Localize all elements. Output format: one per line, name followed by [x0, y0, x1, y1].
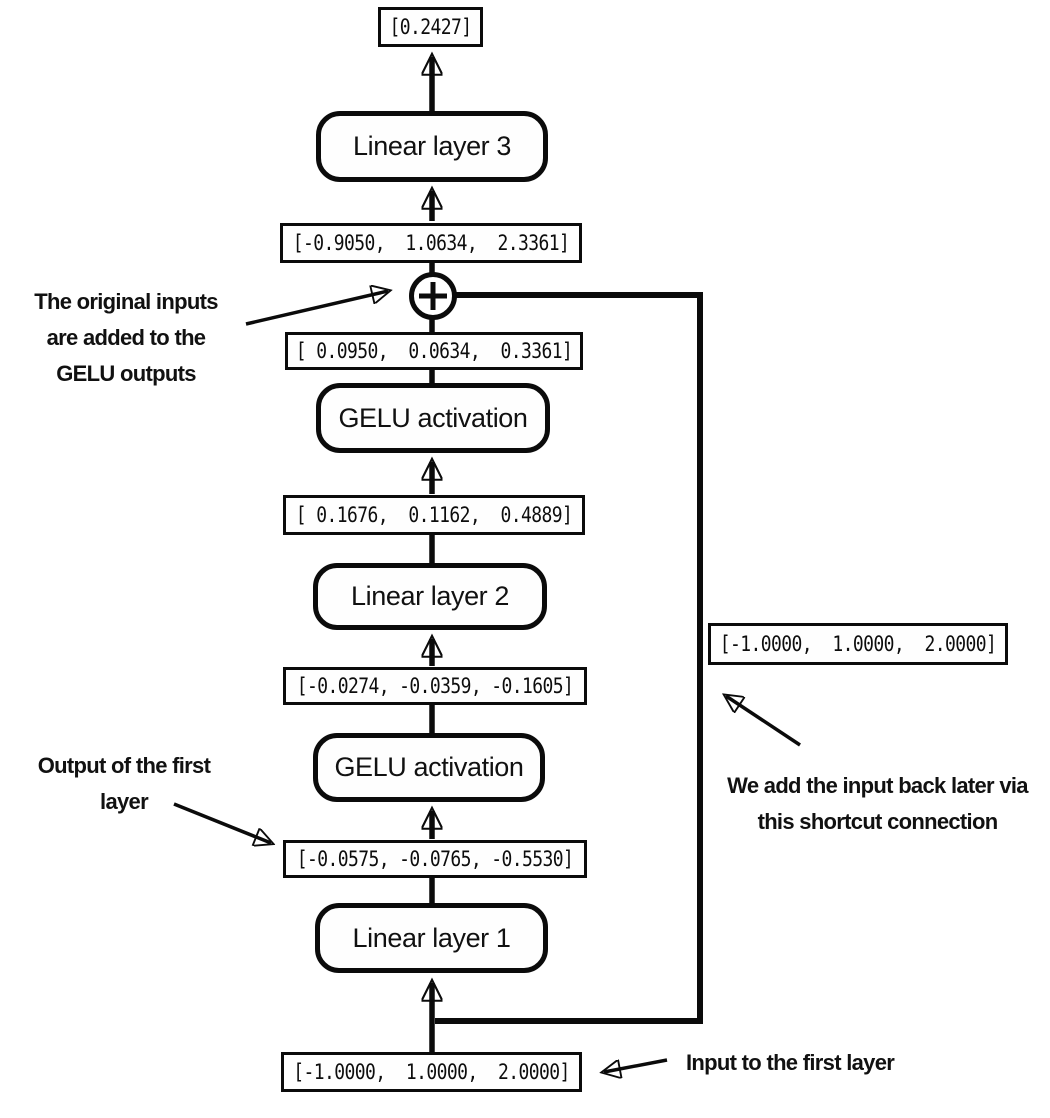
gelu-bottom-label: GELU activation	[334, 752, 524, 782]
shortcut-connection-line	[435, 292, 703, 1024]
layer-block-linear1: Linear layer 1	[315, 903, 548, 973]
shortcut-note-line1: We add the input back later via	[727, 773, 1028, 798]
value-box-linear2-output: [ 0.1676, 0.1162, 0.4889]	[283, 495, 585, 535]
linear1-output-value: [-0.0575, -0.0765, -0.5530]	[296, 846, 574, 872]
arrow-input-note	[604, 1058, 668, 1072]
linear2-output-value: [ 0.1676, 0.1162, 0.4889]	[295, 502, 573, 528]
layer-block-gelu-bottom: GELU activation	[313, 733, 545, 802]
gelu-top-output-value: [ 0.0950, 0.0634, 0.3361]	[295, 338, 573, 364]
shortcut-value: [-1.0000, 1.0000, 2.0000]	[719, 631, 997, 657]
annotation-add-note: The original inputs are added to the GEL…	[16, 284, 236, 392]
value-box-input: [-1.0000, 1.0000, 2.0000]	[281, 1052, 582, 1092]
linear3-label: Linear layer 3	[353, 131, 511, 161]
add-note-line3: GELU outputs	[56, 361, 196, 386]
plus-circle-icon	[409, 272, 457, 320]
annotation-output-note: Output of the first layer	[16, 748, 232, 820]
output-note-line1: Output of the first	[37, 753, 211, 778]
gelu-bottom-output-value: [-0.0274, -0.0359, -0.1605]	[296, 673, 574, 699]
annotation-shortcut-note: We add the input back later via this sho…	[705, 768, 1050, 840]
layer-block-gelu-top: GELU activation	[316, 383, 550, 453]
layer-block-linear3: Linear layer 3	[316, 111, 548, 182]
value-box-gelu-bottom-output: [-0.0274, -0.0359, -0.1605]	[283, 667, 587, 705]
linear2-label: Linear layer 2	[351, 581, 509, 611]
output-note-line2: layer	[100, 789, 149, 814]
value-box-shortcut: [-1.0000, 1.0000, 2.0000]	[708, 623, 1008, 665]
value-box-linear1-output: [-0.0575, -0.0765, -0.5530]	[283, 840, 587, 878]
gelu-top-label: GELU activation	[338, 402, 528, 433]
add-note-line2: are added to the	[46, 325, 206, 350]
input-value: [-1.0000, 1.0000, 2.0000]	[293, 1059, 570, 1085]
final-output-value: [0.2427]	[389, 14, 473, 40]
value-box-after-add: [-0.9050, 1.0634, 2.3361]	[280, 223, 582, 263]
arrow-shortcut-note	[726, 696, 801, 747]
input-note-text: Input to the first layer	[686, 1050, 895, 1075]
value-box-final-output: [0.2427]	[378, 7, 483, 47]
annotation-arrows	[173, 291, 801, 1072]
layer-block-linear2: Linear layer 2	[313, 563, 547, 630]
add-note-line1: The original inputs	[34, 289, 218, 314]
shortcut-note-line2: this shortcut connection	[757, 809, 999, 834]
after-add-value: [-0.9050, 1.0634, 2.3361]	[292, 230, 570, 256]
arrow-add-note	[245, 291, 388, 326]
arrow-output-note	[173, 802, 271, 843]
linear1-label: Linear layer 1	[352, 922, 511, 953]
value-box-gelu-top-output: [ 0.0950, 0.0634, 0.3361]	[285, 332, 583, 370]
shortcut-wire	[435, 292, 703, 1024]
annotation-input-note: Input to the first layer	[686, 1045, 946, 1081]
